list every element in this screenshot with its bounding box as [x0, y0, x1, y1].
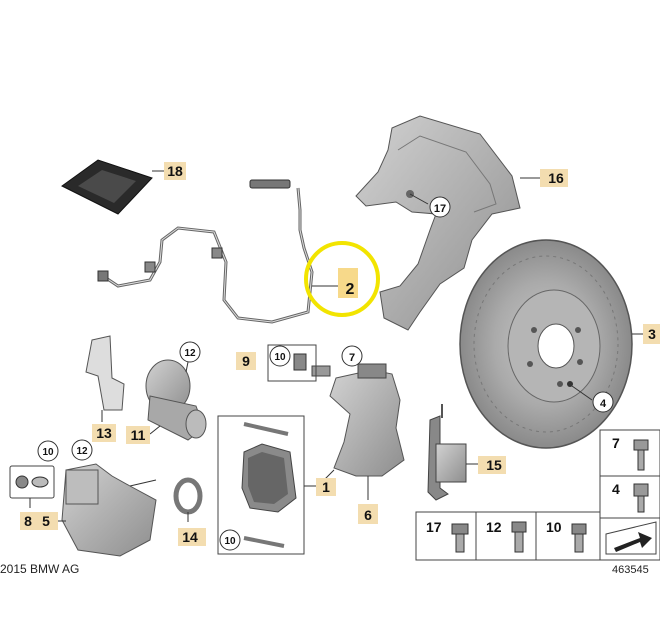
part-14-seal-ring — [173, 477, 203, 522]
copyright-text: 2015 BMW AG — [0, 562, 80, 576]
label-1: 1 — [322, 479, 330, 495]
part-11-actuator-motor — [145, 359, 207, 441]
hardware-panel — [415, 429, 660, 561]
part-15-brake-pad-sensor — [427, 404, 478, 501]
hw-label-12: 12 — [486, 519, 502, 535]
label-10-circled-caliper: 10 — [42, 447, 54, 458]
highlight-ring — [304, 241, 380, 317]
label-14: 14 — [182, 529, 198, 545]
hw-label-17: 17 — [426, 519, 442, 535]
label-10-circled-bolt: 10 — [274, 352, 286, 363]
label-3: 3 — [648, 326, 656, 342]
label-15: 15 — [486, 457, 502, 473]
hw-label-4: 4 — [612, 481, 620, 497]
label-6: 6 — [364, 507, 372, 523]
part-7-caliper-carrier — [311, 352, 405, 500]
label-10-circled-pads: 10 — [224, 536, 236, 547]
part-9-guide-bolt-set — [267, 344, 317, 382]
label-13: 13 — [96, 425, 112, 441]
label-12-circled-motor: 12 — [184, 348, 196, 359]
part-8-dust-cap-set — [9, 465, 55, 508]
label-4-circled: 4 — [600, 398, 607, 410]
label-8: 8 — [24, 513, 32, 529]
label-7-circled: 7 — [349, 352, 355, 364]
part-3-brake-disc — [459, 239, 644, 449]
callout-labels: 18 16 17 2 3 4 12 9 10 7 13 11 — [20, 162, 660, 551]
label-12-circled-caliper: 12 — [76, 446, 88, 457]
part-16-dust-shield — [355, 115, 540, 331]
label-5: 5 — [42, 513, 50, 529]
part-1-brake-pad-set — [217, 415, 316, 555]
hw-label-7: 7 — [612, 435, 620, 451]
label-11: 11 — [131, 427, 146, 443]
part-5-brake-caliper — [48, 463, 157, 557]
label-2: 2 — [346, 281, 355, 298]
part-13-bracket — [85, 335, 125, 422]
part-2-wear-sensor — [97, 179, 340, 324]
label-18: 18 — [167, 163, 183, 179]
label-17-circled: 17 — [434, 203, 446, 215]
label-16: 16 — [548, 170, 564, 186]
part-18-cover — [61, 159, 164, 215]
hardware-panel-labels: 7 4 17 12 10 — [426, 435, 620, 535]
label-9: 9 — [242, 353, 250, 369]
diagram-number: 463545 — [612, 564, 649, 576]
hw-label-10: 10 — [546, 519, 562, 535]
